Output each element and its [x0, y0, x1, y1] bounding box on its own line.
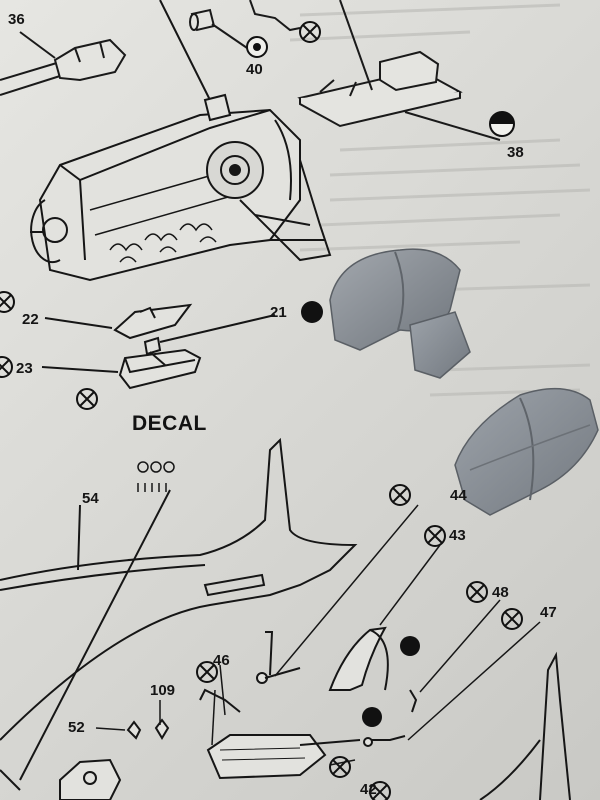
cross-circle-icon	[369, 781, 391, 800]
cross-circle-icon	[424, 525, 446, 547]
cross-circle-icon	[196, 661, 218, 683]
part-number-21: 21	[270, 304, 287, 321]
half-filled-circle-icon	[489, 111, 515, 137]
parts-21-22-23	[41, 303, 276, 390]
cement-dot-icon	[246, 36, 268, 58]
gun-part-36	[0, 31, 127, 96]
fuselage-drawing	[0, 437, 571, 800]
part-40	[189, 8, 251, 51]
cross-circle-icon	[299, 21, 321, 43]
background-text-lines	[289, 3, 591, 397]
filled-dot-icon	[301, 301, 323, 323]
lower-small-parts	[59, 626, 418, 800]
part-number-40: 40	[246, 61, 263, 78]
filled-dot-icon	[362, 707, 382, 727]
engine-drawing	[30, 0, 332, 282]
part-number-47: 47	[540, 604, 557, 621]
resin-parts	[329, 248, 599, 516]
part-number-44: 44	[450, 487, 467, 504]
filled-dot-icon	[400, 636, 420, 656]
cross-circle-icon	[501, 608, 523, 630]
part-number-43: 43	[449, 527, 466, 544]
decal-marks	[137, 461, 175, 492]
part-number-48: 48	[492, 584, 509, 601]
part-number-23: 23	[16, 360, 33, 377]
part-number-54: 54	[82, 490, 99, 507]
part-number-46: 46	[213, 652, 230, 669]
leader-lines	[95, 504, 541, 766]
cross-circle-icon	[466, 581, 488, 603]
decal-heading: DECAL	[132, 412, 207, 435]
part-number-36: 36	[8, 11, 25, 28]
cross-circle-icon	[329, 756, 351, 778]
part-number-38: 38	[507, 144, 524, 161]
cross-circle-icon	[389, 484, 411, 506]
part-38-assembly	[249, 0, 501, 141]
part-number-52: 52	[68, 719, 85, 736]
cross-circle-icon	[0, 356, 13, 378]
part-number-42: 42	[360, 781, 377, 798]
cross-circle-icon	[0, 291, 15, 313]
cross-circle-icon	[76, 388, 98, 410]
part-number-109: 109	[150, 682, 176, 699]
part-number-22: 22	[22, 311, 39, 328]
